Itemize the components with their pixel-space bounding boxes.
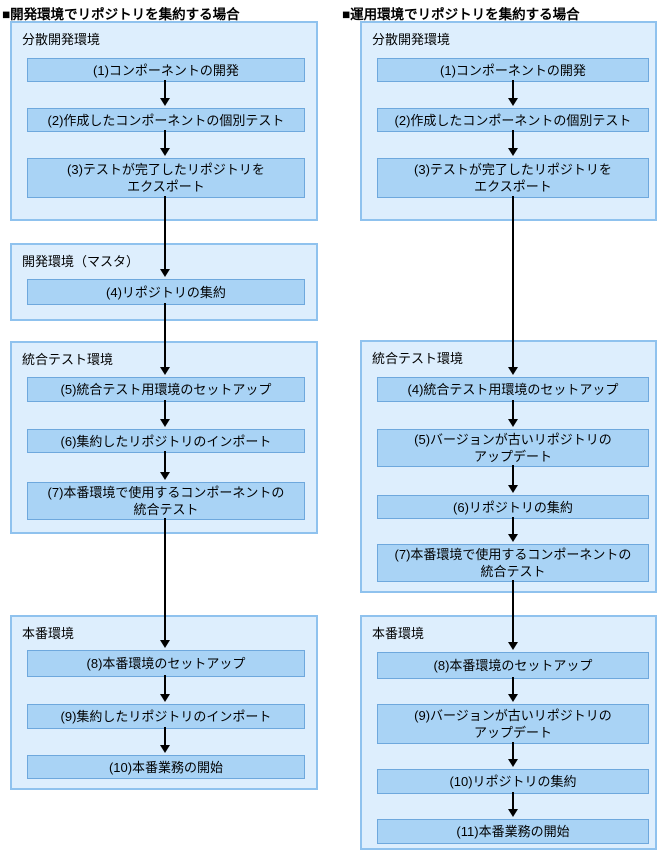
flow-arrow	[507, 130, 518, 156]
step-box: (9)バージョンが古いリポジトリの アップデート	[377, 704, 649, 744]
group-label: 分散開発環境	[372, 32, 451, 47]
step-box: (2)作成したコンポーネントの個別テスト	[377, 108, 649, 132]
flow-arrow	[507, 80, 518, 106]
flow-arrow	[159, 518, 170, 648]
group-label: 本番環境	[22, 626, 75, 641]
right-column-title: ■運用環境でリポジトリを集約する場合	[342, 7, 580, 22]
flow-arrow	[507, 517, 518, 542]
group-label: 分散開発環境	[22, 32, 101, 47]
flow-arrow	[507, 400, 518, 427]
group-integration-test-env-right: 統合テスト環境 (4)統合テスト用環境のセットアップ (5)バージョンが古いリポ…	[360, 340, 657, 593]
step-box: (4)統合テスト用環境のセットアップ	[377, 377, 649, 402]
flow-arrow	[159, 80, 170, 106]
step-box: (1)コンポーネントの開発	[27, 58, 305, 82]
step-box: (3)テストが完了したリポジトリを エクスポート	[377, 158, 649, 198]
flow-arrow	[159, 675, 170, 702]
step-box: (7)本番環境で使用するコンポーネントの 統合テスト	[27, 482, 305, 520]
step-box: (4)リポジトリの集約	[27, 279, 305, 305]
step-box: (8)本番環境のセットアップ	[377, 652, 649, 679]
group-label: 開発環境（マスタ）	[22, 254, 140, 269]
step-box: (6)集約したリポジトリのインポート	[27, 429, 305, 453]
flow-arrow	[507, 580, 518, 650]
left-column-title: ■開発環境でリポジトリを集約する場合	[2, 7, 240, 22]
step-box: (5)バージョンが古いリポジトリの アップデート	[377, 429, 649, 467]
flow-arrow	[159, 451, 170, 480]
step-box: (10)本番業務の開始	[27, 755, 305, 779]
step-box: (2)作成したコンポーネントの個別テスト	[27, 108, 305, 132]
group-label: 統合テスト環境	[372, 351, 464, 366]
group-label: 統合テスト環境	[22, 352, 114, 367]
group-production-env-right: 本番環境 (8)本番環境のセットアップ (9)バージョンが古いリポジトリの アッ…	[360, 615, 657, 850]
step-box: (11)本番業務の開始	[377, 819, 649, 844]
flow-arrow	[159, 130, 170, 156]
step-box: (8)本番環境のセットアップ	[27, 650, 305, 677]
step-box: (10)リポジトリの集約	[377, 769, 649, 794]
flow-arrow	[507, 677, 518, 702]
flow-arrow	[507, 465, 518, 493]
flow-arrow	[507, 792, 518, 817]
step-box: (5)統合テスト用環境のセットアップ	[27, 377, 305, 402]
step-box: (1)コンポーネントの開発	[377, 58, 649, 82]
flow-arrow	[507, 742, 518, 767]
step-box: (6)リポジトリの集約	[377, 495, 649, 519]
step-box: (9)集約したリポジトリのインポート	[27, 704, 305, 729]
flow-arrow	[507, 196, 518, 375]
flow-arrow	[159, 303, 170, 375]
step-box: (3)テストが完了したリポジトリを エクスポート	[27, 158, 305, 198]
step-box: (7)本番環境で使用するコンポーネントの 統合テスト	[377, 544, 649, 582]
group-label: 本番環境	[372, 626, 425, 641]
flow-arrow	[159, 196, 170, 277]
group-distributed-dev-env-right: 分散開発環境 (1)コンポーネントの開発 (2)作成したコンポーネントの個別テス…	[360, 21, 657, 221]
flow-arrow	[159, 400, 170, 427]
flow-arrow	[159, 727, 170, 753]
group-distributed-dev-env-left: 分散開発環境 (1)コンポーネントの開発 (2)作成したコンポーネントの個別テス…	[10, 21, 318, 221]
